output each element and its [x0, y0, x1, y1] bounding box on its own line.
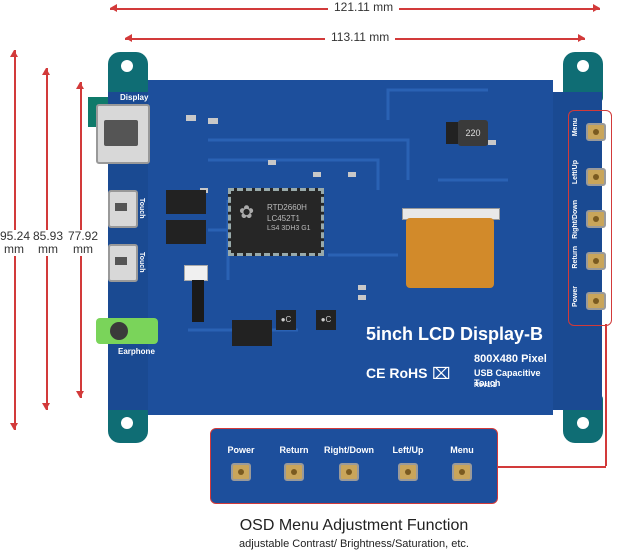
tact-switch-icon	[284, 463, 304, 481]
dim-height-total-label: 95.24 mm	[0, 229, 31, 256]
tact-switch-icon	[339, 463, 359, 481]
usb-touch-port-1[interactable]	[108, 190, 138, 228]
dim-width-holes-label: 113.11 mm	[325, 30, 396, 44]
weee-icon: ⌧	[432, 366, 451, 383]
soic-chip-3	[232, 320, 272, 346]
cert-marks: CE RoHS	[366, 365, 428, 381]
tact-switch-icon	[398, 463, 418, 481]
osd-button-return[interactable]: Return	[269, 445, 319, 495]
osd-button-left-up[interactable]: Left/Up	[383, 445, 433, 495]
tact-switch-icon	[586, 168, 606, 186]
dim-width-holes: 113.11 mm	[125, 30, 585, 46]
tact-switch-icon	[586, 292, 606, 310]
board-resolution: 800X480 Pixel	[474, 353, 547, 365]
board-revision: Rev1.1	[474, 382, 497, 389]
side-button-right-down[interactable]: Right/Down	[572, 200, 608, 240]
side-button-menu[interactable]: Menu	[572, 118, 608, 148]
earphone-jack[interactable]	[96, 318, 158, 344]
osd-button-power[interactable]: Power	[219, 445, 263, 495]
inductor: 220	[458, 120, 488, 146]
tact-switch-icon	[231, 463, 251, 481]
soic-chip-2	[166, 220, 206, 244]
osd-panel: Power Return Right/Down Left/Up Menu	[210, 428, 498, 504]
osd-button-menu[interactable]: Menu	[437, 445, 487, 495]
tact-switch-icon	[586, 252, 606, 270]
port-earphone-label: Earphone	[118, 347, 155, 356]
chip-logo-icon: ✿	[239, 202, 255, 222]
port-display-label: Display	[120, 93, 149, 102]
tact-switch-icon	[452, 463, 472, 481]
side-buttons-box	[568, 110, 612, 326]
side-button-power[interactable]: Power	[572, 286, 608, 318]
dim-height-inner-label: 77.92 mm	[66, 229, 100, 256]
board-title: 5inch LCD Display-B	[366, 324, 544, 344]
dim-width-total: 121.11 mm	[110, 0, 600, 16]
main-chip: ✿ RTD2660H LC452T1 LS4 3DH3 G1	[228, 188, 324, 256]
caption-title: OSD Menu Adjustment Function	[239, 517, 469, 534]
side-button-left-up[interactable]: Left/Up	[572, 160, 608, 194]
port-touch-2-label: Touch	[138, 252, 145, 273]
dim-height-mid-label: 85.93 mm	[32, 229, 64, 256]
dim-width-total-label: 121.11 mm	[328, 0, 400, 14]
hdmi-port[interactable]	[96, 104, 150, 164]
caption-subtitle: adjustable Contrast/ Brightness/Saturati…	[239, 538, 469, 550]
osd-button-right-down[interactable]: Right/Down	[321, 445, 377, 495]
usb-touch-port-2[interactable]	[108, 244, 138, 282]
side-button-return[interactable]: Return	[572, 246, 608, 278]
pcb-board: 220 ✿ RTD2660H LC452T1 LS4 3DH3 G1 ●C ●C…	[148, 80, 553, 415]
fpc-ribbon	[406, 218, 494, 288]
tact-switch-icon	[586, 210, 606, 228]
soic-chip-1	[166, 190, 206, 214]
callout-line-h	[496, 466, 606, 468]
board-touch-type: USB Capacitive Touch	[474, 368, 541, 388]
board-edge-right	[550, 92, 602, 410]
tact-switch-icon	[586, 123, 606, 141]
callout-line	[605, 324, 607, 466]
port-touch-1-label: Touch	[138, 198, 145, 219]
